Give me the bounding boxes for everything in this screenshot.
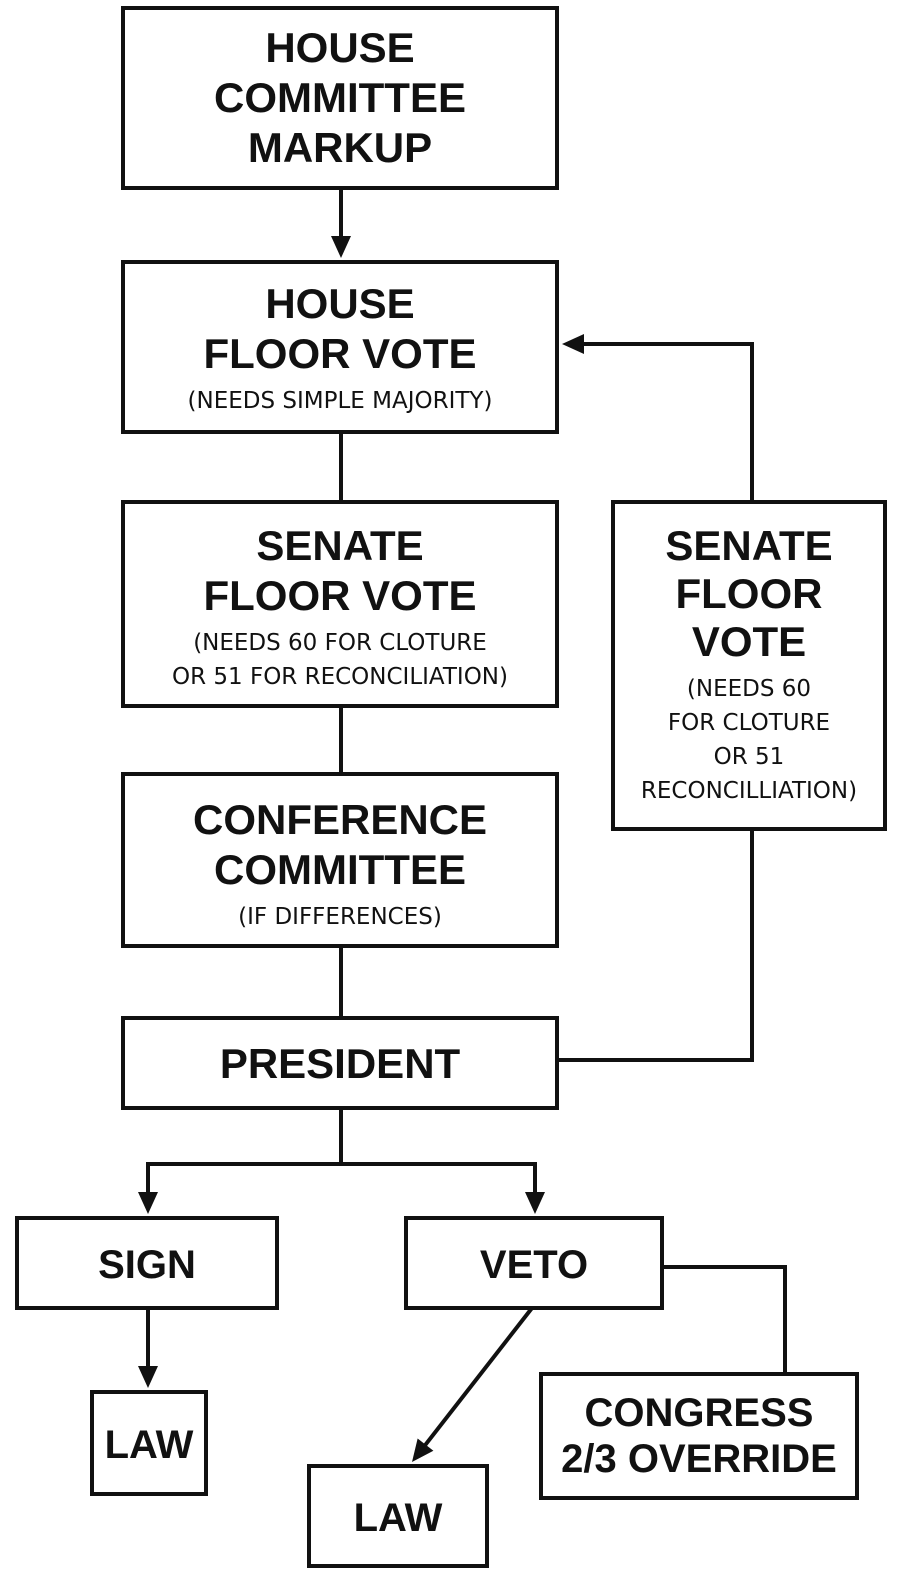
- arrowhead-icon: [562, 334, 584, 354]
- connectors: [138, 188, 787, 1462]
- node-title-line: CONGRESS: [585, 1391, 814, 1435]
- node-law-sign: LAW: [90, 1390, 208, 1496]
- node-title-line: VOTE: [692, 618, 806, 665]
- node-box: [611, 500, 887, 831]
- connector-senate_floor_side-to-president: [557, 829, 754, 1062]
- arrowhead-icon: [138, 1192, 158, 1214]
- node-title-line: CONFERENCE: [193, 796, 487, 843]
- node-title-line: MARKUP: [248, 124, 432, 171]
- node-note-line: RECONCILLIATION): [641, 778, 857, 804]
- node-box: [121, 6, 559, 190]
- node-note-line: (IF DIFFERENCES): [238, 904, 442, 930]
- node-title-line: HOUSE: [265, 280, 414, 327]
- connector-line: [419, 1306, 534, 1453]
- node-note-line: (NEEDS 60 FOR CLOTURE: [193, 630, 487, 656]
- arrowhead-icon: [138, 1366, 158, 1388]
- node-box: [539, 1372, 859, 1500]
- connector-senate_floor_side-to-house_floor: [562, 334, 754, 502]
- node-title-line: PRESIDENT: [220, 1040, 461, 1087]
- node-title-line: COMMITTEE: [214, 846, 466, 893]
- node-title-line: 2/3 OVERRIDE: [561, 1437, 837, 1481]
- connector-veto-to-override: [662, 1265, 787, 1374]
- node-title-line: HOUSE: [265, 24, 414, 71]
- connector-veto-to-law_veto: [412, 1306, 534, 1462]
- arrowhead-icon: [331, 236, 351, 258]
- node-law-veto: LAW: [307, 1464, 489, 1568]
- node-title-line: LAW: [354, 1496, 443, 1540]
- node-note-line: FOR CLOTURE: [668, 710, 830, 736]
- node-box: [90, 1390, 208, 1496]
- arrowhead-icon: [412, 1438, 434, 1462]
- node-box: [307, 1464, 489, 1568]
- connector-line: [146, 1108, 343, 1200]
- node-note-line: OR 51 FOR RECONCILIATION): [172, 664, 508, 690]
- connector-president-to-sign: [138, 1108, 343, 1214]
- node-title-line: LAW: [105, 1423, 194, 1467]
- connector-line: [341, 1162, 537, 1200]
- node-veto: VETO: [404, 1216, 664, 1310]
- node-title-line: SENATE: [665, 522, 832, 569]
- node-sign: SIGN: [15, 1216, 279, 1310]
- node-title-line: COMMITTEE: [214, 74, 466, 121]
- node-box: [121, 500, 559, 708]
- connector-house_committee-to-house_floor: [331, 188, 351, 258]
- node-box: [404, 1216, 664, 1310]
- connector-sign-to-law_sign: [138, 1308, 158, 1388]
- node-note-line: OR 51: [714, 744, 785, 770]
- node-title-line: FLOOR: [676, 570, 823, 617]
- node-president: PRESIDENT: [121, 1016, 559, 1110]
- node-title-line: SENATE: [256, 522, 423, 569]
- node-box: [121, 772, 559, 948]
- node-title-line: FLOOR VOTE: [204, 572, 477, 619]
- node-box: [15, 1216, 279, 1310]
- node-box: [121, 260, 559, 434]
- node-note-line: (NEEDS SIMPLE MAJORITY): [188, 388, 493, 414]
- connector-line: [576, 342, 754, 502]
- connector-line: [557, 829, 754, 1062]
- node-title-line: VETO: [480, 1243, 588, 1287]
- arrowhead-icon: [525, 1192, 545, 1214]
- connector-president-to-veto: [341, 1162, 545, 1214]
- node-title-line: SIGN: [98, 1243, 196, 1287]
- node-box: [121, 1016, 559, 1110]
- connector-line: [662, 1265, 787, 1374]
- node-title-line: FLOOR VOTE: [204, 330, 477, 377]
- node-note-line: (NEEDS 60: [687, 676, 811, 702]
